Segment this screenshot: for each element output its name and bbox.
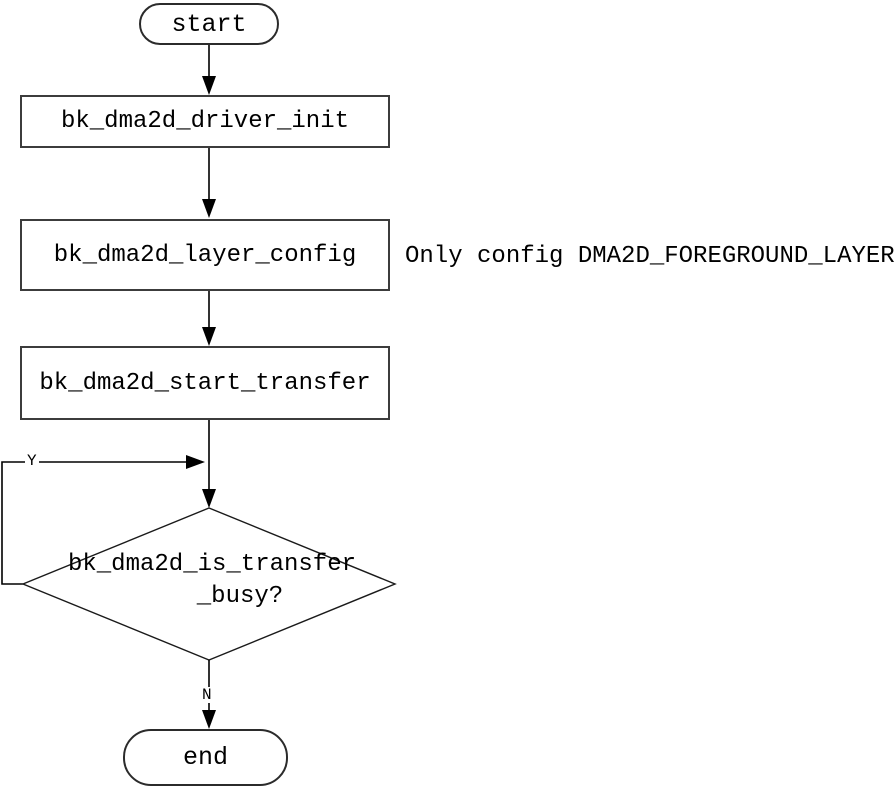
yes-loop-connector [1, 455, 205, 585]
process-layer-config: bk_dma2d_layer_config [20, 219, 390, 291]
process-start-transfer: bk_dma2d_start_transfer [20, 346, 390, 420]
start-node: start [139, 3, 279, 45]
decision-label-line1: bk_dma2d_is_transfer [67, 551, 357, 578]
layer-config-note: Only config DMA2D_FOREGROUND_LAYER [405, 243, 895, 270]
end-node-label: end [182, 743, 228, 772]
end-node: end [123, 729, 288, 786]
process-layer-config-label: bk_dma2d_layer_config [53, 241, 357, 269]
arrow-decision-to-end [202, 660, 216, 729]
process-start-transfer-label: bk_dma2d_start_transfer [39, 369, 371, 397]
process-driver-init-label: bk_dma2d_driver_init [60, 108, 350, 135]
arrow-start-transfer-to-decision [202, 420, 216, 508]
start-node-label: start [171, 9, 247, 39]
arrow-start-to-driver-init [202, 45, 216, 95]
arrow-driver-init-to-layer-config [202, 148, 216, 218]
yes-branch-label: Y [25, 452, 39, 470]
decision-label-line2: _busy? [196, 583, 284, 610]
decision-node-label: bk_dma2d_is_transfer _busy? [22, 549, 402, 613]
process-driver-init: bk_dma2d_driver_init [20, 95, 390, 148]
no-branch-label: N [200, 686, 214, 704]
arrow-layer-config-to-start-transfer [202, 291, 216, 346]
